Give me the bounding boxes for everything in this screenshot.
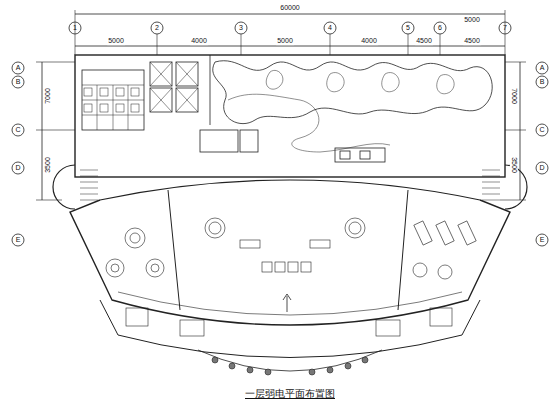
grid-bubble-label: 3 xyxy=(238,24,244,32)
dimension-text: 60000 xyxy=(279,4,300,12)
grid-bubble-label: E xyxy=(15,236,22,244)
grid-bubble-label: 5 xyxy=(405,24,411,32)
grid-bubble-label: C xyxy=(538,126,545,134)
grid-bubble-label: B xyxy=(539,78,546,86)
dimension-text: 3500 xyxy=(510,156,518,174)
dimension-text: 5000 xyxy=(276,37,294,45)
grid-bubble-label: D xyxy=(538,164,545,172)
dimension-text: 7000 xyxy=(44,87,52,105)
dimension-text: 5000 xyxy=(463,16,481,24)
dimension-text: 4000 xyxy=(190,37,208,45)
grid-bubble-label: C xyxy=(14,126,21,134)
grid-bubble-label: A xyxy=(539,64,546,72)
dimension-text: 5000 xyxy=(107,37,125,45)
dimension-text: 3500 xyxy=(44,156,52,174)
dimension-text: 4500 xyxy=(463,37,481,45)
dimension-text: 4500 xyxy=(415,37,433,45)
grid-bubble-label: 1 xyxy=(72,24,78,32)
grid-bubble-label: E xyxy=(539,236,546,244)
dimension-text: 7000 xyxy=(510,87,518,105)
grid-bubble-label: D xyxy=(14,164,21,172)
dimension-text: 4000 xyxy=(360,37,378,45)
grid-bubble-label: 6 xyxy=(437,24,443,32)
grid-bubble-label: A xyxy=(15,64,22,72)
grid-bubble-label: B xyxy=(15,78,22,86)
grid-bubble-label: 4 xyxy=(327,24,333,32)
drawing-caption: 一层弱电平面布置图 xyxy=(242,387,338,401)
grid-bubble-label: 2 xyxy=(154,24,160,32)
grid-bubble-label: 7 xyxy=(502,24,508,32)
